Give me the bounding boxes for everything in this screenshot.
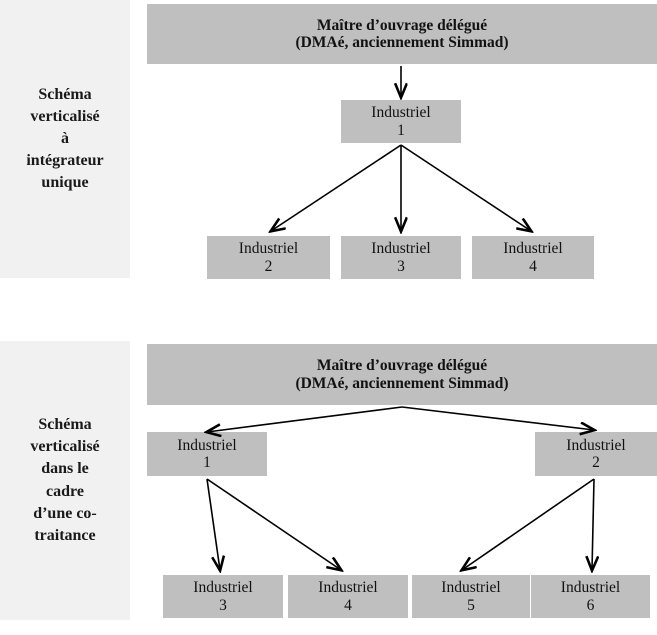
node-label-line2: 4 bbox=[529, 257, 537, 275]
node-label-line2: 5 bbox=[467, 596, 475, 614]
node-label-line1: Industriel bbox=[566, 436, 626, 454]
arrow-top-ind1-to-ind4 bbox=[400, 144, 531, 231]
node-label-line1: Industriel bbox=[238, 240, 299, 258]
caption-text-co-traitance: Schéma verticalisé dans le cadre d’une c… bbox=[30, 416, 100, 544]
caption-panel-co-traitance: Schéma verticalisé dans le cadre d’une c… bbox=[0, 341, 130, 620]
node-label-line1: Industriel bbox=[441, 579, 501, 597]
node-industriel-2-bottom[interactable]: Industriel 2 bbox=[535, 432, 657, 476]
node-label-line2: (DMAé, anciennement Simmad) bbox=[295, 374, 509, 392]
arrow-bottom-ind2-to-ind6 bbox=[592, 478, 594, 570]
node-label-line2: 3 bbox=[219, 596, 227, 614]
node-label-line1: Industriel bbox=[371, 104, 431, 122]
node-industriel-3-top[interactable]: Industriel 3 bbox=[341, 236, 461, 279]
node-label-line1: Maître d’ouvrage délégué bbox=[316, 357, 488, 375]
node-label-line2: 2 bbox=[592, 454, 600, 471]
arrow-top-ind1-to-ind2 bbox=[271, 144, 402, 231]
node-industriel-4-top[interactable]: Industriel 4 bbox=[472, 236, 594, 279]
node-label-line2: 6 bbox=[586, 596, 595, 614]
node-label-line2: 1 bbox=[397, 121, 405, 139]
node-label-line1: Industriel bbox=[177, 436, 237, 454]
node-label-line1: Industriel bbox=[503, 240, 563, 258]
node-label-line2: (DMAé, anciennement Simmad) bbox=[295, 34, 509, 51]
node-label-line2: 4 bbox=[344, 596, 352, 614]
caption-panel-integrateur-unique: Schéma verticalisé à intégrateur unique bbox=[0, 0, 130, 278]
arrow-bottom-ind2-to-ind5 bbox=[462, 478, 595, 570]
node-label-line1: Industriel bbox=[371, 240, 431, 258]
node-industriel-6-bottom[interactable]: Industriel 6 bbox=[531, 575, 650, 618]
arrow-bottom-header-to-ind2 bbox=[401, 406, 594, 430]
caption-text-integrateur-unique: Schéma verticalisé à intégrateur unique bbox=[26, 85, 104, 192]
node-maitre-ouvrage-delegue-top[interactable]: Maître d’ouvrage délégué (DMAé, ancienne… bbox=[147, 4, 657, 64]
node-industriel-1-bottom[interactable]: Industriel 1 bbox=[147, 432, 267, 476]
node-industriel-1-top[interactable]: Industriel 1 bbox=[341, 100, 461, 143]
arrow-bottom-ind1-to-ind3 bbox=[206, 478, 220, 570]
node-label-line1: Industriel bbox=[193, 579, 253, 597]
arrow-bottom-ind1-to-ind4 bbox=[206, 478, 341, 570]
node-label-line1: Industriel bbox=[318, 579, 378, 597]
node-industriel-3-bottom[interactable]: Industriel 3 bbox=[163, 575, 283, 618]
node-industriel-2-top[interactable]: Industriel 2 bbox=[207, 236, 330, 279]
node-label-line2: 2 bbox=[264, 257, 273, 275]
node-industriel-4-bottom[interactable]: Industriel 4 bbox=[288, 575, 408, 618]
node-industriel-5-bottom[interactable]: Industriel 5 bbox=[412, 575, 530, 618]
node-label-line1: Industriel bbox=[560, 579, 621, 597]
node-label-line2: 3 bbox=[397, 257, 405, 275]
node-maitre-ouvrage-delegue-bottom[interactable]: Maître d’ouvrage délégué (DMAé, ancienne… bbox=[147, 344, 657, 405]
node-label-line2: 1 bbox=[203, 454, 211, 471]
arrow-bottom-header-to-ind1 bbox=[207, 406, 403, 432]
node-label-line1: Maître d’ouvrage délégué bbox=[316, 16, 488, 34]
